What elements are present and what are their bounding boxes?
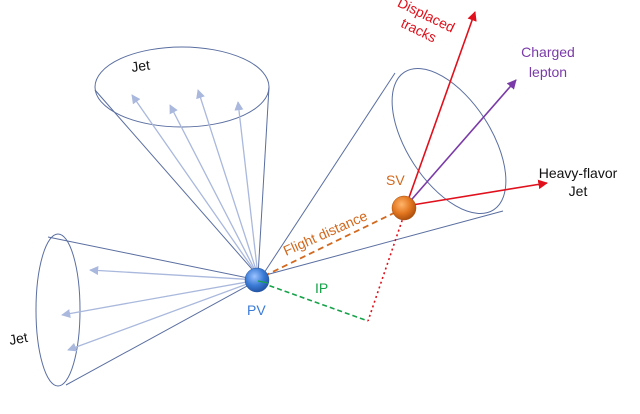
displaced-track-arrow-1 bbox=[405, 11, 477, 207]
ip-dashed-line bbox=[261, 282, 369, 322]
jet-left-track-arrows bbox=[61, 265, 259, 352]
secondary-vertex-icon bbox=[391, 195, 417, 221]
displaced-tracks-label: Displaced tracks bbox=[395, 0, 457, 45]
track-extrapolation-dotted-line bbox=[367, 205, 408, 322]
sv-label: SV bbox=[386, 172, 405, 188]
primary-vertex-icon bbox=[244, 267, 270, 293]
heavy-flavor-label-line1: Heavy-flavor bbox=[539, 165, 618, 181]
jet-top-track-arrows bbox=[131, 89, 259, 277]
charged-lepton-label-line2: lepton bbox=[529, 64, 567, 80]
jet-cone-heavy-flavor bbox=[261, 68, 507, 277]
ip-label: IP bbox=[315, 280, 328, 296]
jet-cone-top bbox=[94, 46, 270, 277]
jet-left-label: Jet bbox=[8, 329, 29, 348]
jet-cone-left bbox=[35, 233, 259, 387]
pv-ip-origin-tick bbox=[257, 280, 269, 284]
pv-label: PV bbox=[247, 302, 266, 318]
jet-top-label: Jet bbox=[130, 57, 151, 75]
charged-lepton-label-line1: Charged bbox=[521, 44, 575, 60]
heavy-flavor-jet-arrow bbox=[405, 179, 548, 207]
charged-lepton-arrow bbox=[405, 79, 517, 207]
flight-distance-line bbox=[263, 211, 397, 277]
heavy-flavor-label-line2: Jet bbox=[569, 183, 588, 199]
